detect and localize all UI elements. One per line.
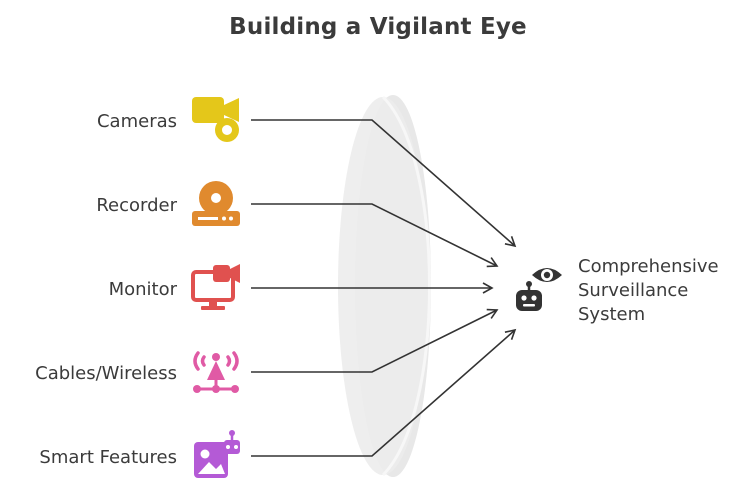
- arrow-cables: [251, 308, 499, 373]
- label-smart-features: Smart Features: [39, 447, 177, 468]
- diagram-title: Building a Vigilant Eye: [229, 14, 527, 40]
- arrow-smart: [251, 328, 517, 457]
- lens-shape: [338, 95, 431, 477]
- output-line-3: System: [578, 304, 646, 325]
- label-cameras: Cameras: [96, 111, 177, 132]
- connector-arrows: [251, 119, 517, 457]
- video-camera-icon: [192, 97, 239, 142]
- arrow-cameras: [251, 119, 517, 248]
- smart-image-bot-icon: [194, 430, 240, 478]
- label-monitor: Monitor: [108, 279, 177, 300]
- antenna-signal-icon: [193, 351, 239, 393]
- output-label: Comprehensive Surveillance System: [578, 255, 719, 327]
- output-line-1: Comprehensive: [578, 256, 719, 277]
- eye-icon: [532, 268, 562, 282]
- monitor-camera-icon: [191, 264, 240, 310]
- arrow-recorder: [251, 203, 499, 268]
- robot-icon: [516, 281, 542, 311]
- label-cables-wireless: Cables/Wireless: [35, 363, 177, 384]
- recorder-disc-icon: [192, 181, 240, 226]
- label-recorder: Recorder: [96, 195, 177, 216]
- output-line-2: Surveillance: [578, 280, 689, 301]
